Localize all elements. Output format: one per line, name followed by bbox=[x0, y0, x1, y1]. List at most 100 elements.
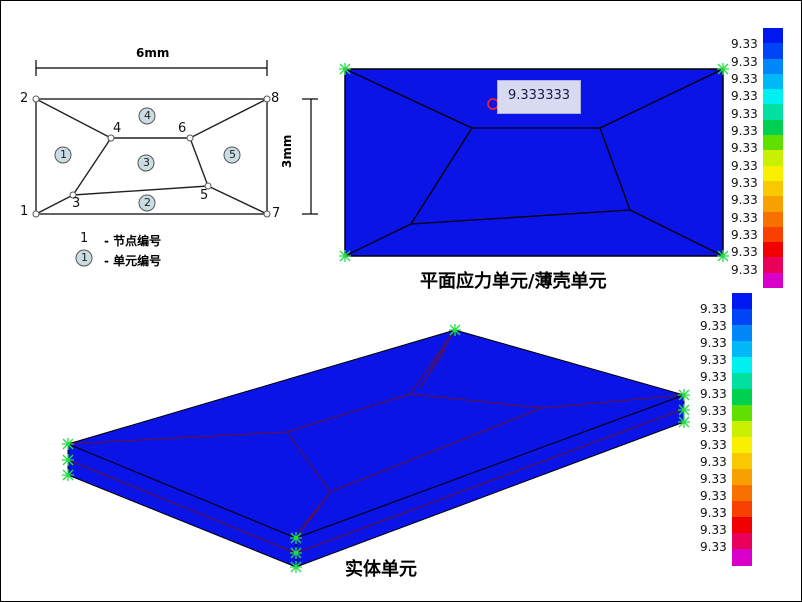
element-marker-4 bbox=[138, 107, 156, 125]
colorbar-label: 9.33 bbox=[700, 438, 727, 452]
legend-node-symbol: 1 bbox=[80, 231, 89, 246]
colorbar-swatch bbox=[732, 309, 752, 326]
colorbar-swatch bbox=[732, 405, 752, 422]
solid-caption: 实体单元 bbox=[345, 559, 417, 580]
element-label-4: 4 bbox=[144, 109, 151, 122]
colorbar-swatch bbox=[732, 389, 752, 406]
colorbar-swatch bbox=[763, 165, 783, 182]
colorbar-label: 9.33 bbox=[700, 523, 727, 537]
colorbar-swatch bbox=[732, 437, 752, 454]
colorbar-label: 9.33 bbox=[731, 158, 758, 173]
width-label: 6mm bbox=[136, 46, 170, 60]
schematic-mesh bbox=[35, 98, 268, 215]
colorbar-label: 9.33 bbox=[700, 319, 727, 333]
colorbar-label: 9.33 bbox=[731, 141, 758, 156]
colorbar-label: 9.33 bbox=[700, 455, 727, 469]
colorbar-swatch bbox=[732, 549, 752, 566]
colorbar-label: 9.33 bbox=[731, 210, 758, 225]
colorbar-swatch bbox=[732, 453, 752, 470]
element-label-3: 3 bbox=[143, 156, 150, 169]
planar-support-markers bbox=[339, 63, 729, 262]
colorbar-swatch bbox=[763, 28, 783, 44]
node-label-7: 7 bbox=[272, 206, 281, 221]
element-marker-3 bbox=[137, 154, 155, 172]
colorbar-swatch bbox=[763, 226, 783, 243]
schematic-nodes bbox=[32, 95, 271, 218]
colorbar-swatch bbox=[763, 272, 783, 289]
legend-element-text: - 单元编号 bbox=[104, 254, 162, 268]
node-7 bbox=[263, 210, 271, 218]
colorbar-swatch bbox=[732, 421, 752, 438]
colorbar-swatch bbox=[732, 357, 752, 374]
legend-node-text: - 节点编号 bbox=[104, 234, 162, 248]
element-marker-2 bbox=[138, 194, 156, 212]
element-markers bbox=[54, 107, 241, 267]
element-label-2: 2 bbox=[144, 196, 151, 209]
colorbar-swatch bbox=[732, 293, 752, 310]
colorbar-label: 9.33 bbox=[731, 193, 758, 208]
colorbar-label: 9.33 bbox=[731, 37, 758, 52]
colorbar-label: 9.33 bbox=[731, 54, 758, 69]
colorbar-swatches bbox=[732, 293, 752, 566]
colorbar-label: 9.33 bbox=[731, 89, 758, 104]
colorbar-swatch bbox=[763, 150, 783, 167]
element-marker-5 bbox=[223, 146, 241, 164]
colorbar-label: 9.33 bbox=[700, 302, 727, 316]
colorbar-planar: 9.33 9.33 9.33 9.33 9.33 9.33 9.33 9.33 9.33 9.33… bbox=[731, 28, 791, 290]
colorbar-swatch bbox=[732, 373, 752, 390]
node-label-4: 4 bbox=[113, 121, 122, 136]
node-3 bbox=[69, 191, 77, 199]
width-dimension bbox=[35, 60, 268, 76]
legend-element-symbol: 1 bbox=[81, 251, 88, 264]
colorbar-label: 9.33 bbox=[700, 506, 727, 520]
node-6 bbox=[186, 134, 194, 142]
node-label-1: 1 bbox=[20, 204, 29, 219]
node-label-2: 2 bbox=[20, 91, 29, 106]
colorbar-label: 9.33 bbox=[700, 336, 727, 350]
colorbar-label: 9.33 bbox=[731, 72, 758, 86]
legend-element-marker bbox=[75, 249, 93, 267]
colorbar-label: 9.33 bbox=[731, 176, 758, 190]
colorbar-swatch bbox=[732, 341, 752, 358]
colorbar-swatch bbox=[763, 89, 783, 105]
colorbar-solid: 9.33 9.33 9.33 9.33 9.33 9.33 9.33 9.33 9.33 9.33… bbox=[700, 293, 760, 568]
node-1 bbox=[32, 210, 40, 218]
colorbar-label: 9.33 bbox=[700, 387, 727, 401]
height-dimension bbox=[302, 98, 318, 215]
colorbar-label: 9.33 bbox=[700, 489, 727, 503]
colorbar-swatch bbox=[763, 58, 783, 75]
node-4 bbox=[107, 134, 115, 142]
colorbar-label: 9.33 bbox=[731, 228, 758, 242]
planar-caption: 平面应力单元/薄壳单元 bbox=[420, 271, 607, 292]
colorbar-swatch bbox=[763, 73, 783, 90]
colorbar-label: 9.33 bbox=[731, 245, 758, 260]
colorbar-swatch bbox=[763, 211, 783, 228]
node-8 bbox=[263, 95, 271, 103]
colorbar-swatch bbox=[732, 325, 752, 342]
node-label-5: 5 bbox=[200, 188, 209, 203]
colorbar-label: 9.33 bbox=[731, 106, 758, 121]
node-label-3: 3 bbox=[72, 196, 81, 211]
colorbar-swatch bbox=[763, 180, 783, 197]
colorbar-label: 9.33 bbox=[700, 353, 727, 367]
node-2 bbox=[32, 95, 40, 103]
node-label-6: 6 bbox=[178, 121, 187, 136]
colorbar-label: 9.33 bbox=[700, 370, 727, 384]
colorbar-label: 9.33 bbox=[700, 540, 727, 554]
colorbar-label: 9.33 bbox=[731, 124, 758, 138]
colorbar-label: 9.33 bbox=[731, 262, 758, 277]
colorbar-swatch bbox=[763, 242, 783, 258]
node-5 bbox=[204, 182, 212, 190]
colorbar-swatch bbox=[732, 485, 752, 502]
colorbar-swatch bbox=[732, 517, 752, 534]
probe-value-box: 9.333333 bbox=[497, 80, 581, 114]
colorbar-swatch bbox=[763, 196, 783, 213]
colorbar-swatch bbox=[763, 257, 783, 274]
colorbar-swatch bbox=[732, 501, 752, 518]
colorbar-label: 9.33 bbox=[700, 421, 727, 435]
colorbar-label: 9.33 bbox=[700, 472, 727, 486]
colorbar-swatch bbox=[732, 469, 752, 486]
solid-model bbox=[62, 324, 690, 573]
colorbar-swatch bbox=[763, 135, 783, 151]
